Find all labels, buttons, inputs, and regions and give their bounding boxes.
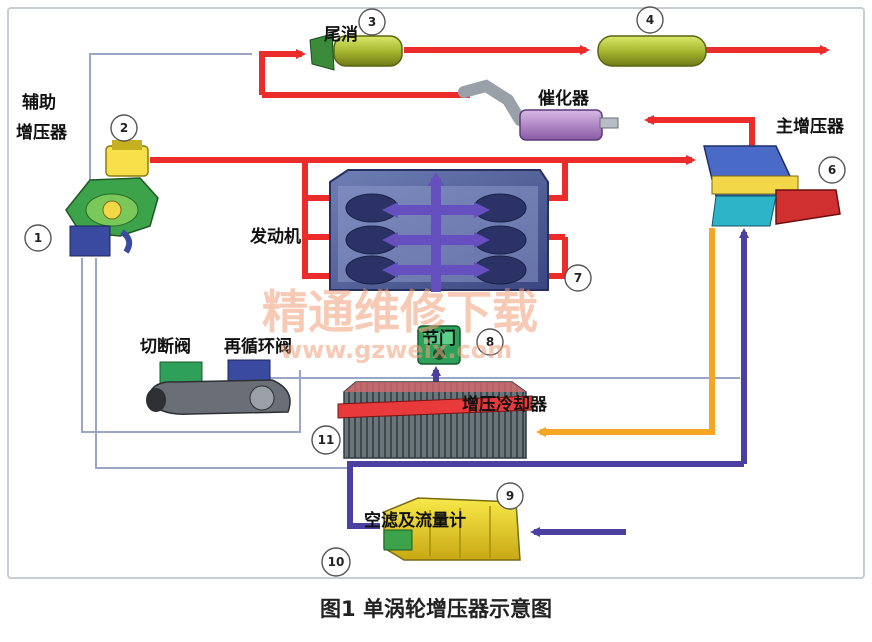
diagram-frame	[7, 7, 865, 579]
watermark-title: 精通维修下载	[262, 285, 538, 339]
number-marker-4	[636, 6, 664, 34]
label-intercooler: 增压冷却器	[462, 394, 548, 415]
cutoff-and-recirc-valves	[146, 359, 291, 415]
label-cutoff-valve: 切断阀	[140, 336, 191, 357]
number-marker-7	[564, 264, 592, 292]
label-main-turbo: 主增压器	[776, 116, 845, 137]
label-engine: 发动机	[249, 226, 301, 247]
label-tail-muffler: 尾消	[324, 24, 358, 45]
number-text-2: 2	[120, 121, 128, 135]
number-marker-6	[818, 156, 846, 184]
figure-caption: 图1 单涡轮增压器示意图	[320, 597, 552, 621]
resonator	[597, 35, 707, 67]
number-marker-3	[358, 8, 386, 36]
main-turbocharger	[703, 145, 841, 227]
watermark-url: www.gzweix.com	[280, 336, 512, 364]
label-catalyst: 催化器	[538, 88, 590, 109]
number-text-10: 10	[328, 555, 345, 569]
air-filter-and-flowmeter	[383, 497, 521, 561]
label-air-filter: 空滤及流量计	[364, 510, 466, 531]
number-text-11: 11	[318, 433, 335, 447]
pressurized-intake-line	[536, 228, 715, 437]
exhaust-lines	[150, 45, 830, 279]
number-text-7: 7	[574, 271, 582, 285]
number-marker-8	[476, 328, 504, 356]
number-text-8: 8	[486, 335, 494, 349]
label-aux-turbo-line2: 增压器	[16, 122, 68, 143]
number-text-4: 4	[646, 13, 654, 27]
throttle-body	[417, 325, 461, 365]
catalytic-converter	[458, 79, 619, 141]
tail-muffler	[309, 33, 403, 71]
aux-turbocharger	[65, 140, 159, 257]
label-aux-turbo-line1: 辅助	[22, 92, 56, 113]
number-marker-1	[24, 224, 52, 252]
number-marker-2	[110, 114, 138, 142]
engine-block	[329, 169, 549, 292]
number-text-9: 9	[506, 489, 514, 503]
part-number-markers: 1 2 3 4 6 7 8 9 10 11	[24, 6, 846, 577]
number-marker-9	[496, 482, 524, 510]
number-text-3: 3	[368, 15, 376, 29]
number-text-6: 6	[828, 163, 836, 177]
number-text-1: 1	[34, 231, 42, 245]
label-throttle: 节门	[422, 328, 456, 349]
number-marker-10	[321, 547, 351, 577]
label-recirc-valve: 再循环阀	[224, 336, 292, 357]
thin-connection-lines	[81, 53, 740, 469]
number-marker-11	[311, 425, 341, 455]
intercooler	[337, 381, 533, 459]
